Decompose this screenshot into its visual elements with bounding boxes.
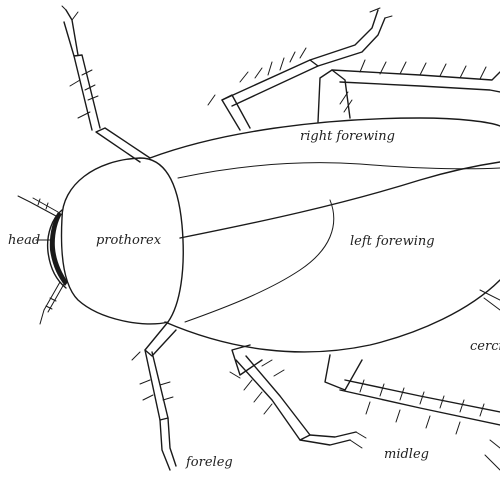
labels: head prothorex right forewing left forew… — [8, 129, 500, 470]
upper-midleg — [207, 7, 393, 131]
midleg-label: midleg — [384, 447, 429, 462]
body-outline — [60, 117, 500, 353]
upper-hindleg — [317, 59, 500, 123]
head-label: head — [8, 233, 40, 248]
foreleg-label: foreleg — [185, 455, 233, 470]
lower-midleg — [229, 344, 367, 449]
cerci-shape — [479, 289, 500, 311]
lower-foreleg — [131, 321, 177, 471]
cerci-label: cerci — [470, 339, 500, 354]
lower-hindleg — [324, 354, 500, 471]
upper-foreleg — [61, 5, 151, 163]
right-forewing-label: right forewing — [300, 129, 395, 144]
prothorax-label: prothorex — [96, 233, 162, 248]
head-shape — [46, 209, 68, 289]
antennae — [17, 195, 65, 325]
left-forewing-label: left forewing — [350, 234, 435, 249]
